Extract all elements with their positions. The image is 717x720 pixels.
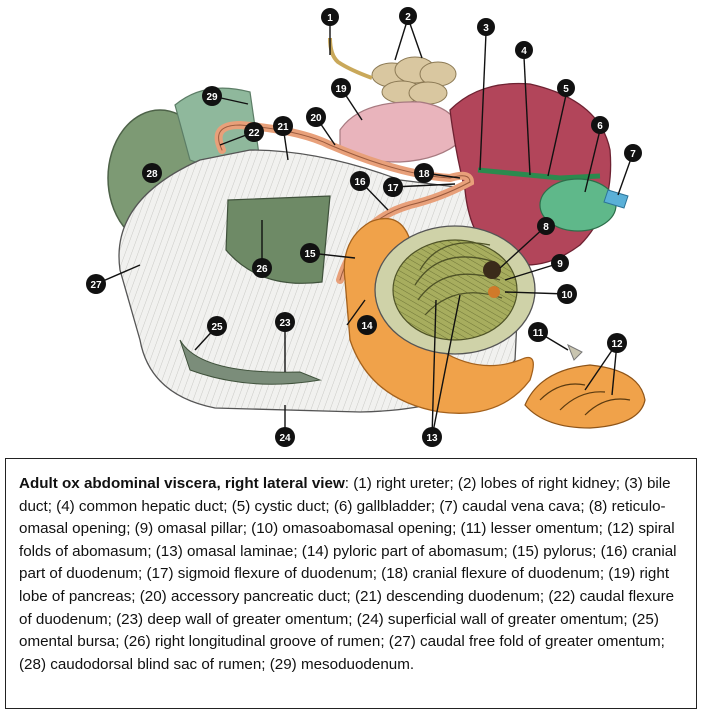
svg-text:18: 18 (418, 169, 430, 180)
svg-text:29: 29 (206, 92, 218, 103)
label-16-marker: 16 (350, 171, 370, 191)
svg-text:21: 21 (277, 122, 289, 133)
label-15-marker: 15 (300, 243, 320, 263)
svg-text:14: 14 (361, 321, 373, 332)
label-21-marker: 21 (273, 116, 293, 136)
label-23-marker: 23 (275, 312, 295, 332)
svg-text:2: 2 (405, 12, 411, 23)
anatomy-figure: 1 2 3 4 5 6 7 8 9 10 11 12 13 14 15 16 1… (86, 7, 646, 447)
svg-text:22: 22 (248, 128, 260, 139)
figure-caption: Adult ox abdominal viscera, right latera… (5, 458, 697, 709)
label-29-marker: 29 (202, 86, 222, 106)
svg-text:24: 24 (279, 433, 291, 444)
svg-text:27: 27 (90, 280, 102, 291)
label-5-marker: 5 (557, 79, 575, 97)
label-12-marker: 12 (607, 333, 627, 353)
number-markers: 1 2 3 4 5 6 7 8 9 10 11 12 13 14 15 16 1… (86, 7, 642, 447)
svg-text:13: 13 (426, 433, 438, 444)
svg-text:25: 25 (211, 322, 223, 333)
spiral-folds-shape (524, 364, 646, 429)
svg-text:3: 3 (483, 23, 489, 34)
label-1-marker: 1 (321, 8, 339, 26)
svg-text:12: 12 (611, 339, 623, 350)
rumen-groove-shape (225, 195, 331, 284)
label-22-marker: 22 (244, 122, 264, 142)
svg-text:9: 9 (557, 259, 563, 270)
kidney-lobes (371, 56, 457, 105)
label-7-marker: 7 (624, 144, 642, 162)
label-17-marker: 17 (383, 177, 403, 197)
label-8-marker: 8 (537, 217, 555, 235)
svg-text:4: 4 (521, 46, 527, 57)
label-24-marker: 24 (275, 427, 295, 447)
svg-text:17: 17 (387, 183, 399, 194)
label-9-marker: 9 (551, 254, 569, 272)
vena-cava-shape (603, 189, 629, 209)
svg-text:23: 23 (279, 318, 291, 329)
label-20-marker: 20 (306, 107, 326, 127)
svg-text:26: 26 (256, 264, 268, 275)
label-10-marker: 10 (557, 284, 577, 304)
svg-text:11: 11 (533, 328, 544, 339)
label-2-marker: 2 (399, 7, 417, 25)
caption-title: Adult ox abdominal viscera, right latera… (19, 475, 345, 492)
svg-text:16: 16 (354, 177, 366, 188)
caption-text: : (1) right ureter; (2) lobes of right k… (19, 475, 677, 673)
svg-text:5: 5 (563, 84, 569, 95)
omental-bursa-shape (179, 339, 322, 385)
bile-duct-shape (477, 167, 601, 181)
label-19-marker: 19 (331, 78, 351, 98)
label-11-marker: 11 (528, 322, 548, 342)
label-27-marker: 27 (86, 274, 106, 294)
label-25-marker: 25 (207, 316, 227, 336)
label-13-marker: 13 (422, 427, 442, 447)
label-3-marker: 3 (477, 18, 495, 36)
label-4-marker: 4 (515, 41, 533, 59)
svg-text:6: 6 (597, 121, 603, 132)
svg-text:10: 10 (561, 290, 573, 301)
label-28-marker: 28 (142, 163, 162, 183)
svg-text:15: 15 (304, 249, 316, 260)
svg-text:8: 8 (543, 222, 549, 233)
ureter-shape (328, 37, 373, 80)
svg-text:28: 28 (146, 169, 158, 180)
label-6-marker: 6 (591, 116, 609, 134)
svg-text:7: 7 (630, 149, 636, 160)
svg-text:19: 19 (335, 84, 347, 95)
svg-text:20: 20 (310, 113, 322, 124)
label-26-marker: 26 (252, 258, 272, 278)
reticulo-omasal-opening (483, 261, 501, 279)
label-14-marker: 14 (357, 315, 377, 335)
label-18-marker: 18 (414, 163, 434, 183)
svg-text:1: 1 (327, 13, 333, 24)
